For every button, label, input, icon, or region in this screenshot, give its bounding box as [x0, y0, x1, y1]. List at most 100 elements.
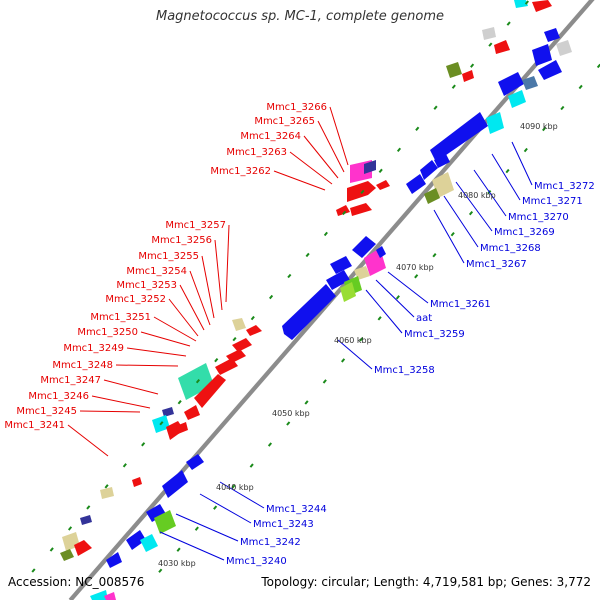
gene-marker[interactable]	[350, 203, 372, 216]
gene-marker[interactable]	[186, 454, 204, 470]
gene-marker[interactable]	[508, 90, 526, 108]
gene-marker[interactable]	[486, 112, 504, 134]
leader-line	[201, 255, 215, 319]
gene-label-reverse[interactable]: Mmc1_3256	[151, 235, 212, 246]
gene-label-reverse[interactable]: Mmc1_3254	[126, 266, 187, 277]
gene-label-forward[interactable]: Mmc1_3269	[494, 227, 555, 238]
track-dot	[267, 442, 273, 447]
gene-marker[interactable]	[146, 504, 166, 522]
gene-label-reverse[interactable]: Mmc1_3251	[90, 312, 151, 323]
gene-marker[interactable]	[178, 363, 214, 400]
gene-label-reverse[interactable]: Mmc1_3265	[254, 116, 315, 127]
track-dot	[360, 189, 365, 195]
gene-marker[interactable]	[376, 246, 386, 258]
gene-marker[interactable]	[104, 592, 116, 600]
gene-marker[interactable]	[162, 407, 174, 417]
gene-marker[interactable]	[556, 40, 572, 56]
gene-marker[interactable]	[432, 172, 454, 198]
gene-marker[interactable]	[430, 112, 488, 162]
gene-marker[interactable]	[462, 70, 474, 82]
gene-marker[interactable]	[232, 338, 252, 352]
gene-marker[interactable]	[80, 515, 92, 525]
gene-marker[interactable]	[100, 487, 114, 499]
gene-marker[interactable]	[434, 154, 450, 168]
gene-label-forward[interactable]: Mmc1_3270	[508, 212, 569, 223]
gene-label-reverse[interactable]: Mmc1_3241	[4, 420, 65, 431]
gene-marker[interactable]	[336, 205, 350, 216]
gene-label-reverse[interactable]: Mmc1_3266	[266, 102, 327, 113]
gene-marker[interactable]	[194, 374, 226, 408]
gene-marker[interactable]	[494, 40, 510, 54]
gene-label-forward[interactable]: Mmc1_3259	[404, 329, 465, 340]
gene-marker[interactable]	[532, 44, 552, 66]
gene-marker[interactable]	[376, 180, 390, 190]
gene-marker[interactable]	[176, 422, 188, 434]
gene-marker[interactable]	[424, 188, 440, 204]
gene-marker[interactable]	[352, 236, 376, 258]
gene-label-reverse[interactable]: Mmc1_3252	[105, 294, 166, 305]
gene-marker[interactable]	[90, 590, 108, 600]
track-dot	[141, 442, 146, 447]
gene-label-forward[interactable]: Mmc1_3268	[480, 243, 541, 254]
gene-marker[interactable]	[522, 76, 538, 90]
gene-marker[interactable]	[446, 62, 462, 78]
gene-label-reverse[interactable]: Mmc1_3264	[240, 131, 301, 142]
track-dot	[342, 210, 347, 216]
gene-label-reverse[interactable]: Mmc1_3245	[16, 406, 77, 417]
gene-marker[interactable]	[106, 552, 122, 568]
gene-label-reverse[interactable]: Mmc1_3249	[63, 343, 124, 354]
scale-tick-label: 4030 kbp	[158, 559, 196, 568]
gene-marker[interactable]	[215, 358, 238, 375]
gene-label-reverse[interactable]: Mmc1_3257	[165, 220, 226, 231]
leader-line	[433, 209, 465, 264]
gene-label-reverse[interactable]: Mmc1_3253	[116, 280, 177, 291]
gene-label-forward[interactable]: Mmc1_3243	[253, 519, 314, 530]
gene-marker[interactable]	[482, 27, 496, 40]
gene-marker[interactable]	[326, 270, 350, 290]
leader-line	[79, 410, 141, 413]
gene-marker[interactable]	[126, 530, 146, 550]
gene-marker[interactable]	[232, 318, 246, 331]
gene-marker[interactable]	[364, 160, 376, 174]
gene-label-reverse[interactable]: Mmc1_3250	[77, 327, 138, 338]
gene-marker[interactable]	[544, 28, 560, 42]
gene-marker[interactable]	[538, 60, 562, 80]
gene-marker[interactable]	[162, 470, 188, 498]
gene-marker[interactable]	[406, 174, 426, 194]
gene-label-reverse[interactable]: Mmc1_3247	[40, 375, 101, 386]
gene-marker[interactable]	[330, 256, 352, 274]
gene-label-reverse[interactable]: Mmc1_3255	[138, 251, 199, 262]
gene-marker[interactable]	[514, 0, 528, 8]
gene-label-forward[interactable]: Mmc1_3272	[534, 181, 595, 192]
gene-marker[interactable]	[154, 510, 176, 534]
gene-label-forward[interactable]: Mmc1_3271	[522, 196, 583, 207]
gene-label-reverse[interactable]: Mmc1_3248	[52, 360, 113, 371]
track-dot	[49, 547, 54, 552]
gene-marker[interactable]	[498, 72, 524, 96]
gene-marker[interactable]	[140, 534, 158, 552]
gene-marker[interactable]	[420, 160, 438, 180]
gene-marker[interactable]	[282, 284, 336, 340]
gene-marker[interactable]	[340, 282, 356, 302]
gene-label-reverse[interactable]: Mmc1_3262	[210, 166, 271, 177]
leader-line	[175, 513, 239, 542]
track-dot	[304, 400, 309, 405]
gene-marker[interactable]	[184, 405, 200, 420]
gene-marker[interactable]	[246, 325, 262, 336]
gene-marker[interactable]	[532, 0, 552, 12]
gene-label-forward[interactable]: Mmc1_3242	[240, 537, 301, 548]
gene-marker[interactable]	[60, 549, 74, 561]
track-dot	[31, 568, 36, 573]
gene-label-forward[interactable]: Mmc1_3267	[466, 259, 527, 270]
gene-marker[interactable]	[74, 540, 92, 556]
gene-label-forward[interactable]: Mmc1_3258	[374, 365, 435, 376]
gene-marker[interactable]	[132, 477, 142, 487]
leader-line	[168, 298, 199, 337]
gene-label-forward[interactable]: aat	[416, 313, 432, 324]
gene-label-forward[interactable]: Mmc1_3240	[226, 556, 287, 567]
gene-label-reverse[interactable]: Mmc1_3263	[226, 147, 287, 158]
gene-label-forward[interactable]: Mmc1_3261	[430, 299, 491, 310]
gene-label-forward[interactable]: Mmc1_3244	[266, 504, 327, 515]
gene-label-reverse[interactable]: Mmc1_3246	[28, 391, 89, 402]
